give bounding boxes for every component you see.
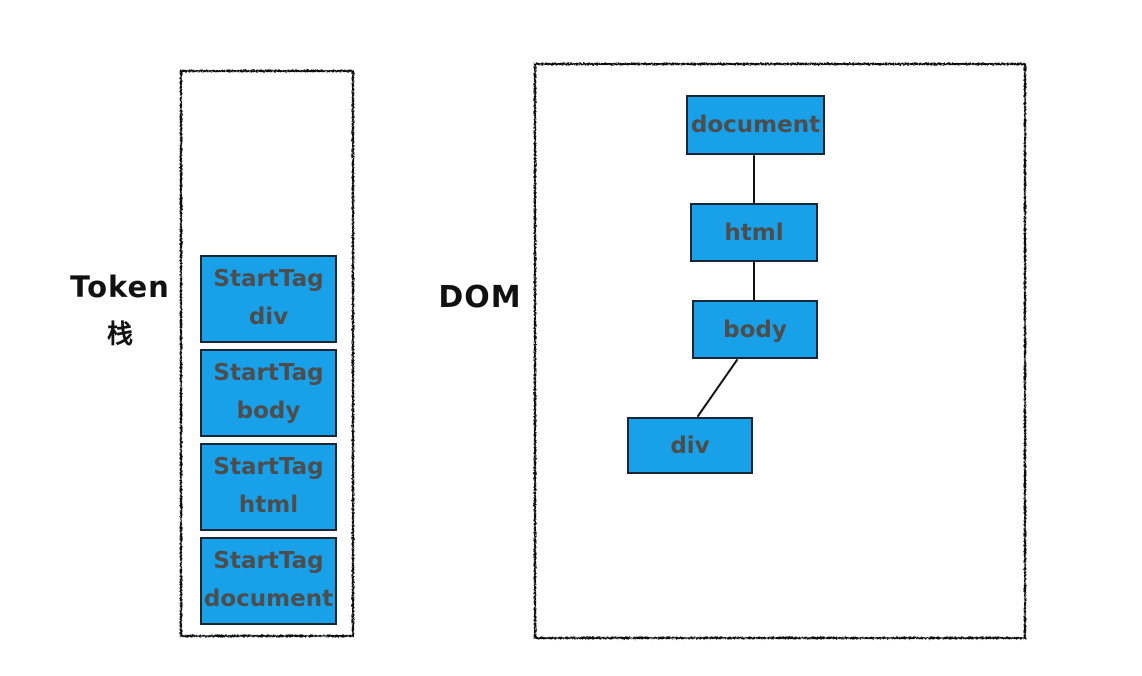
dom-label: DOM: [438, 280, 522, 315]
token-stack-label: Token 栈: [58, 270, 182, 351]
stack-item-kind: StartTag: [213, 360, 324, 387]
dom-node-label: html: [724, 219, 784, 246]
dom-label-text: DOM: [438, 280, 522, 315]
stack-item-starttag-body: StartTag body: [200, 349, 337, 437]
stack-item-tag: div: [248, 304, 289, 330]
dom-node-body: body: [692, 300, 818, 359]
token-label-text: Token: [70, 270, 170, 304]
stack-item-tag: html: [238, 492, 299, 518]
stack-item-kind: StartTag: [213, 266, 324, 293]
stack-item-starttag-document: StartTag document: [200, 537, 337, 625]
dom-node-html: html: [690, 203, 818, 262]
stack-item-tag: body: [236, 398, 301, 424]
dom-node-label: document: [690, 112, 821, 138]
stack-item-kind: StartTag: [213, 454, 324, 481]
stack-cjk-label-text: 栈: [106, 320, 133, 350]
dom-node-div: div: [627, 417, 753, 474]
stack-item-starttag-html: StartTag html: [200, 443, 337, 531]
stack-item-kind: StartTag: [213, 548, 324, 575]
dom-node-label: div: [670, 432, 710, 459]
dom-node-document: document: [686, 95, 825, 155]
stack-item-tag: document: [203, 586, 334, 612]
edge-body-div: [697, 359, 738, 417]
stack-item-starttag-div: StartTag div: [200, 255, 337, 343]
dom-node-label: body: [723, 316, 787, 343]
